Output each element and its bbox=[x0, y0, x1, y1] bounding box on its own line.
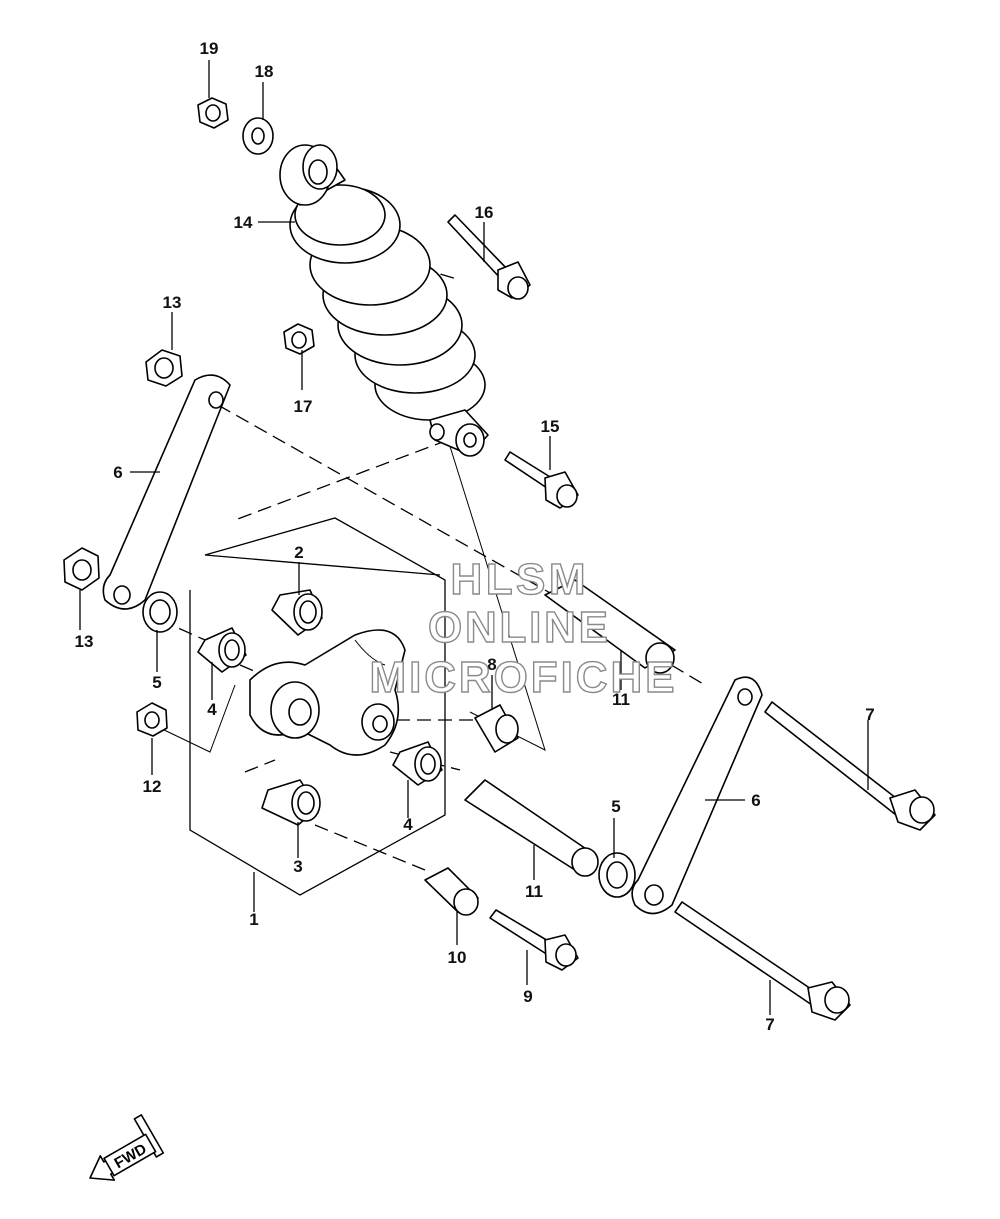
watermark-line-3: MICROFICHE bbox=[370, 653, 675, 702]
callout-7-upper: 7 bbox=[865, 705, 874, 724]
callout-8: 8 bbox=[487, 655, 496, 674]
callout-13-upper: 13 bbox=[163, 293, 182, 312]
link-part-6-right bbox=[631, 676, 763, 915]
callout-15: 15 bbox=[541, 417, 560, 436]
callout-labels: 19 18 16 14 13 17 15 6 2 13 5 4 8 11 7 1… bbox=[75, 39, 875, 1034]
seal-part-5-left bbox=[142, 591, 178, 633]
bolt-part-9 bbox=[489, 909, 579, 971]
nut-part-17 bbox=[283, 323, 315, 355]
bolt-part-15 bbox=[504, 451, 579, 509]
callout-5-left: 5 bbox=[152, 673, 161, 692]
watermark-line-1: HLSM bbox=[451, 555, 586, 604]
callout-4-upper: 4 bbox=[207, 700, 217, 719]
callout-9: 9 bbox=[523, 987, 532, 1006]
bearing-part-3 bbox=[261, 779, 321, 826]
bolt-part-16 bbox=[447, 214, 531, 300]
rod-part-11-upper bbox=[544, 579, 676, 674]
callout-12: 12 bbox=[143, 777, 162, 796]
callout-3: 3 bbox=[293, 857, 302, 876]
collar-part-10 bbox=[424, 867, 479, 916]
collar-part-8 bbox=[474, 704, 519, 753]
nut-part-12 bbox=[136, 702, 168, 737]
rocker-arm bbox=[249, 629, 406, 756]
callout-14: 14 bbox=[234, 213, 253, 232]
nut-part-13-lower bbox=[63, 547, 100, 591]
watermark: HLSM ONLINE MICROFICHE bbox=[369, 554, 675, 702]
rod-part-11-lower bbox=[464, 779, 599, 877]
shock-absorber-part-14 bbox=[279, 144, 489, 457]
callout-1: 1 bbox=[249, 910, 258, 929]
callout-18: 18 bbox=[255, 62, 274, 81]
callout-17: 17 bbox=[294, 397, 313, 416]
callout-4-lower: 4 bbox=[403, 815, 413, 834]
bearing-part-4-lower bbox=[392, 741, 443, 786]
bolt-part-7-upper bbox=[764, 701, 936, 831]
bearing-part-2 bbox=[271, 589, 323, 636]
callout-leaders bbox=[79, 60, 869, 1015]
callout-11-upper: 11 bbox=[612, 690, 630, 709]
nut-part-19 bbox=[197, 97, 229, 129]
callout-7-lower: 7 bbox=[765, 1015, 774, 1034]
callout-6-right: 6 bbox=[751, 791, 760, 810]
callout-19: 19 bbox=[200, 39, 219, 58]
callout-5-right: 5 bbox=[611, 797, 620, 816]
seal-part-5-right bbox=[598, 852, 636, 898]
nut-part-13-upper bbox=[145, 349, 183, 387]
callout-11-lower: 11 bbox=[525, 882, 543, 901]
bolt-part-7-lower bbox=[674, 901, 851, 1021]
callout-2: 2 bbox=[294, 543, 303, 562]
link-part-6-left bbox=[102, 374, 231, 610]
forward-arrow: FWD bbox=[89, 1114, 165, 1181]
washer-part-18 bbox=[242, 117, 274, 155]
callout-10: 10 bbox=[448, 948, 467, 967]
callout-13-lower: 13 bbox=[75, 632, 94, 651]
watermark-line-2: ONLINE bbox=[428, 603, 608, 652]
callout-6-left: 6 bbox=[113, 463, 122, 482]
bearing-part-4-upper bbox=[197, 627, 247, 673]
callout-16: 16 bbox=[475, 203, 494, 222]
